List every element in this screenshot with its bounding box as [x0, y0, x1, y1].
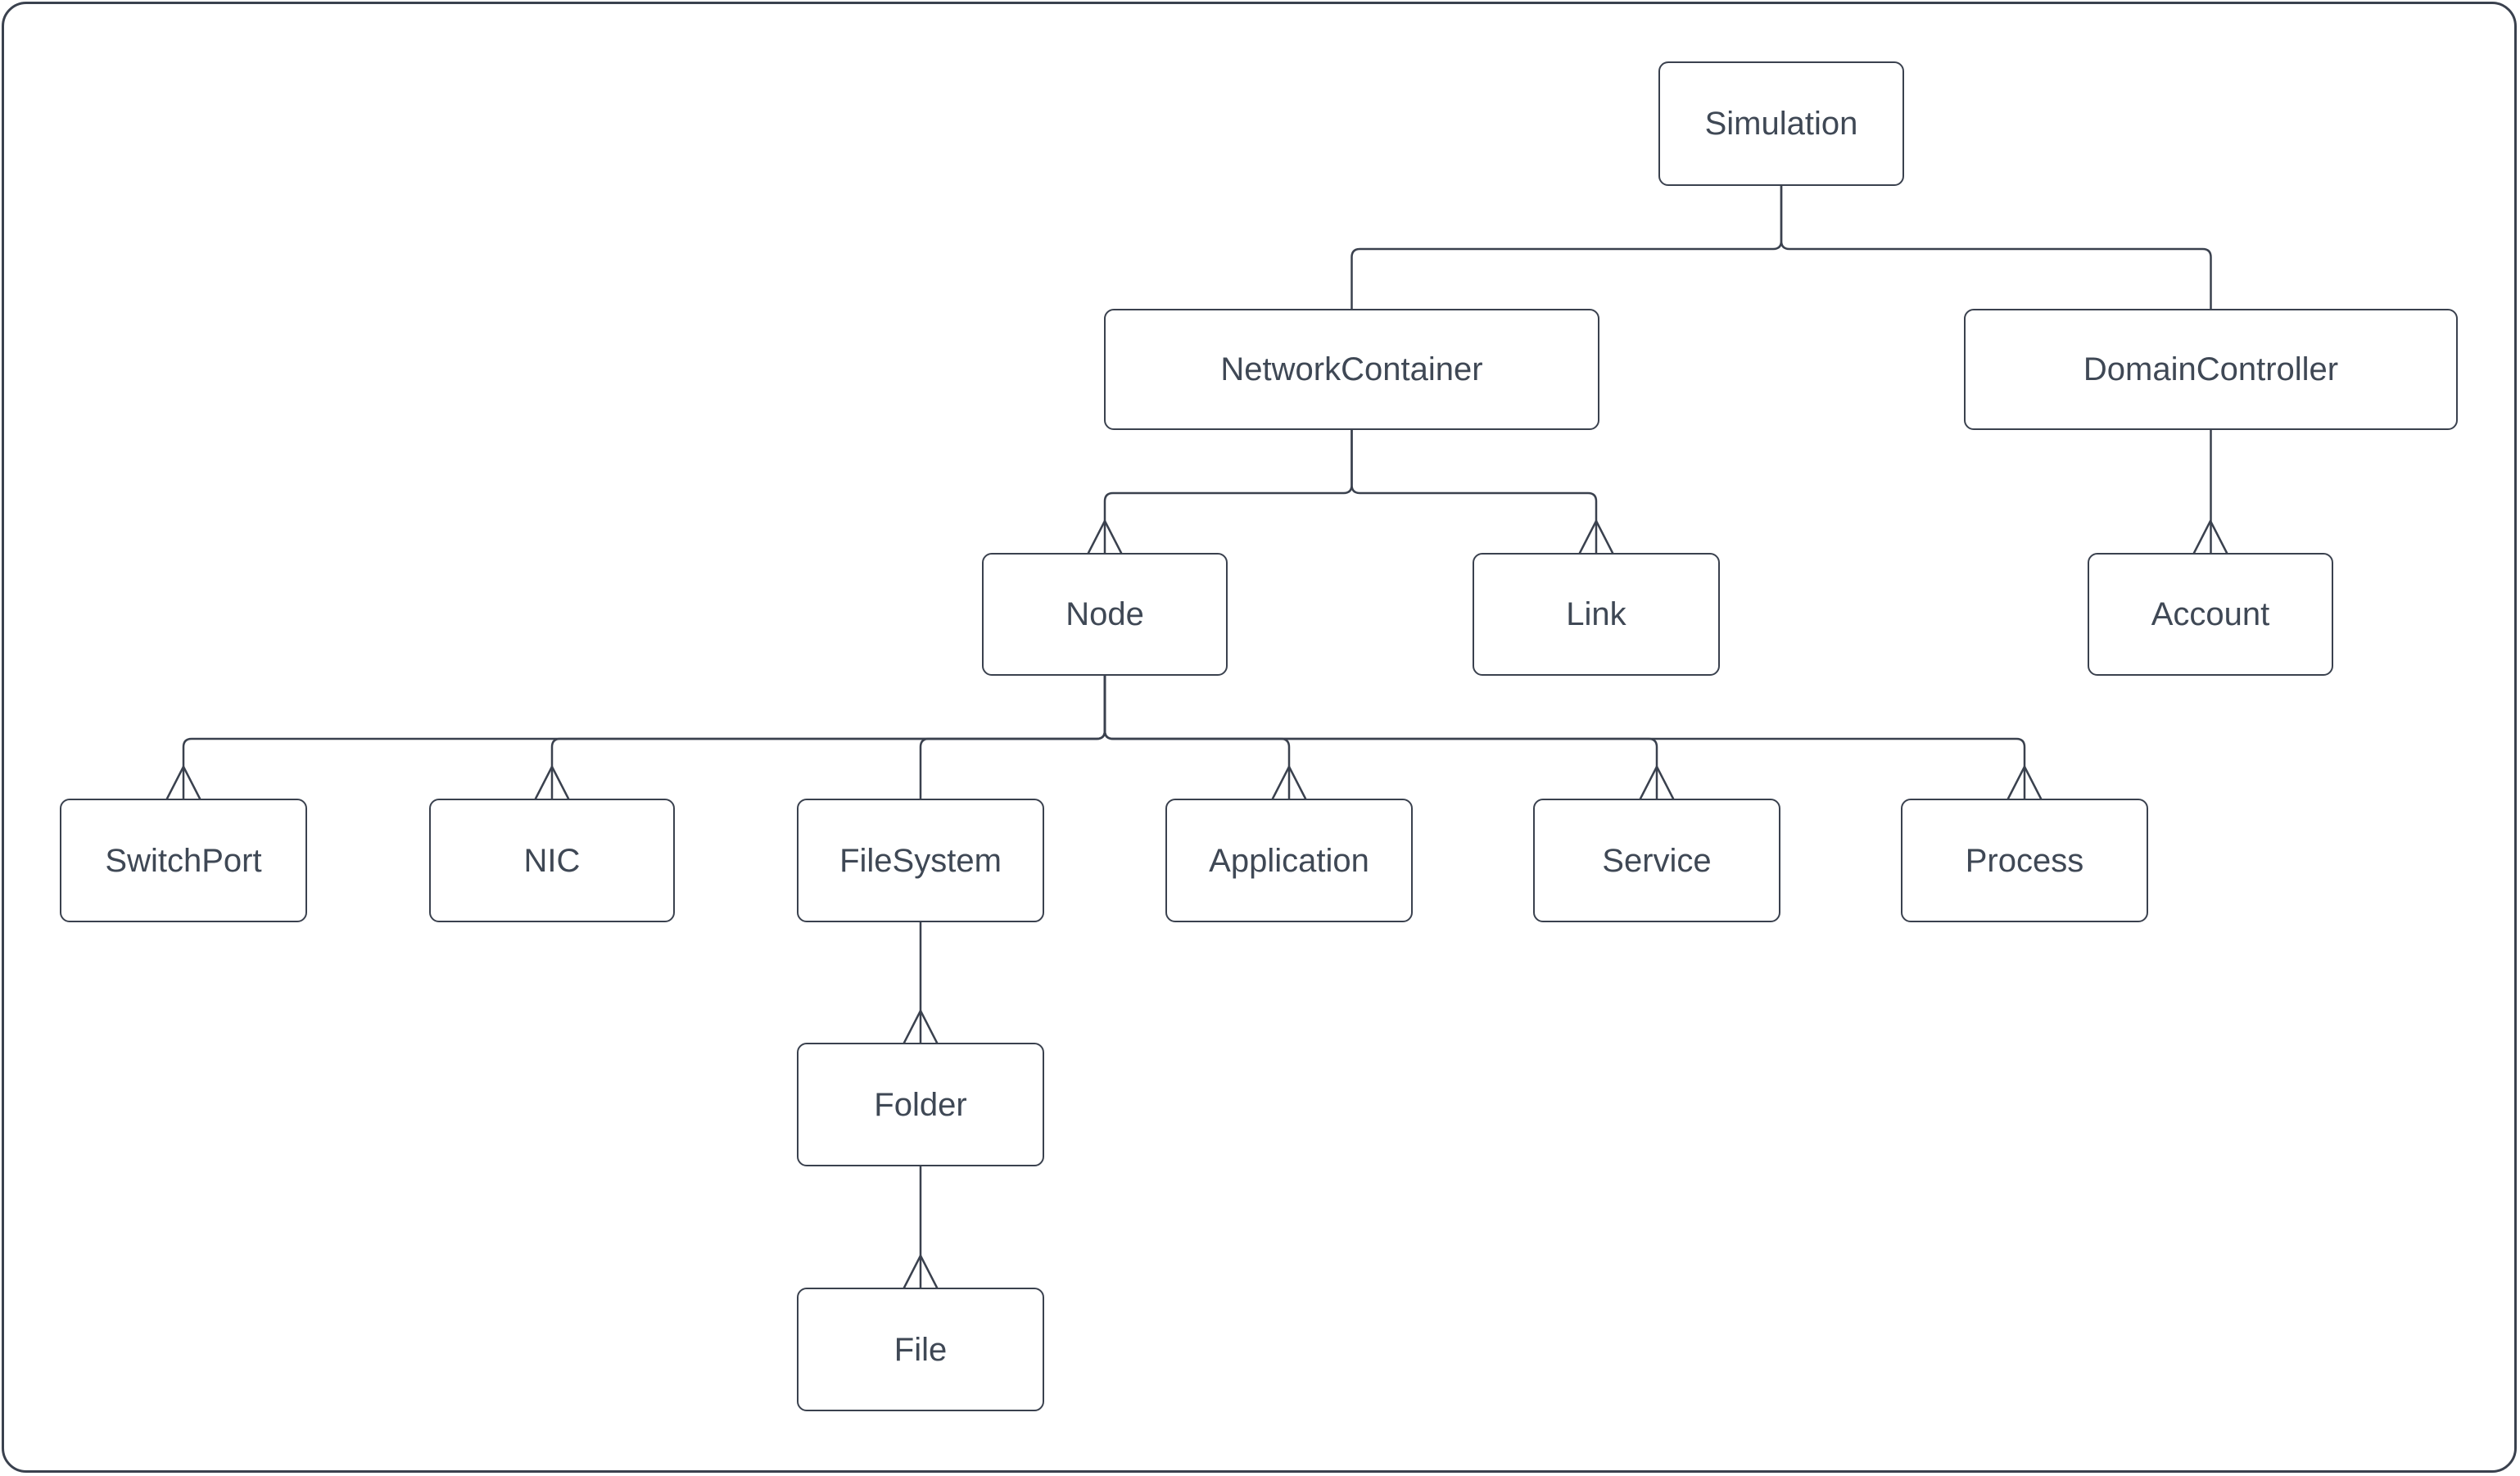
- connector-line: [903, 1254, 939, 1289]
- connector-line: [1780, 184, 2212, 310]
- diagram-node-switchport[interactable]: SwitchPort: [60, 799, 307, 922]
- diagram-node-file[interactable]: File: [797, 1288, 1044, 1411]
- connector-line: [2006, 765, 2043, 800]
- diagram-node-folder[interactable]: Folder: [797, 1043, 1044, 1166]
- diagram-node-domaincontroller[interactable]: DomainController: [1964, 309, 2458, 430]
- connector-line: [1350, 428, 1598, 555]
- connector-line: [1103, 674, 1658, 800]
- connector-line: [550, 674, 1106, 800]
- node-label-application: Application: [1209, 842, 1369, 879]
- node-label-filesystem: FileSystem: [839, 842, 1002, 879]
- diagram-node-process[interactable]: Process: [1901, 799, 2148, 922]
- connector-line: [1271, 765, 1307, 800]
- connector-line: [1103, 674, 1291, 800]
- diagram-node-nic[interactable]: NIC: [429, 799, 675, 922]
- diagram-node-account[interactable]: Account: [2088, 553, 2333, 676]
- connector-line: [1350, 184, 1783, 310]
- node-label-switchport: SwitchPort: [105, 842, 262, 879]
- connector-line: [165, 765, 201, 800]
- node-label-node: Node: [1065, 596, 1144, 632]
- connector-line: [2192, 519, 2228, 555]
- connector-line: [182, 674, 1106, 800]
- diagram-node-simulation[interactable]: Simulation: [1658, 61, 1904, 186]
- node-label-networkcontainer: NetworkContainer: [1220, 351, 1483, 387]
- diagram-node-node[interactable]: Node: [982, 553, 1228, 676]
- node-label-link: Link: [1566, 596, 1626, 632]
- diagram-node-service[interactable]: Service: [1533, 799, 1780, 922]
- diagram-node-networkcontainer[interactable]: NetworkContainer: [1104, 309, 1599, 430]
- diagram-node-application[interactable]: Application: [1165, 799, 1413, 922]
- connector-line: [903, 1009, 939, 1044]
- node-label-folder: Folder: [874, 1086, 967, 1123]
- diagram-node-filesystem[interactable]: FileSystem: [797, 799, 1044, 922]
- connector-line: [1578, 519, 1614, 555]
- connector-line: [919, 674, 1106, 800]
- node-label-process: Process: [1965, 842, 2084, 879]
- diagram-node-link[interactable]: Link: [1473, 553, 1720, 676]
- node-label-account: Account: [2151, 596, 2270, 632]
- connector-line: [1639, 765, 1675, 800]
- connector-line: [1087, 519, 1123, 555]
- node-label-domaincontroller: DomainController: [2083, 351, 2339, 387]
- node-label-service: Service: [1602, 842, 1712, 879]
- node-label-simulation: Simulation: [1704, 106, 1858, 142]
- node-label-file: File: [894, 1331, 948, 1368]
- node-label-nic: NIC: [523, 842, 581, 879]
- connector-line: [534, 765, 570, 800]
- connector-line: [1103, 674, 2026, 800]
- connector-line: [1103, 428, 1353, 555]
